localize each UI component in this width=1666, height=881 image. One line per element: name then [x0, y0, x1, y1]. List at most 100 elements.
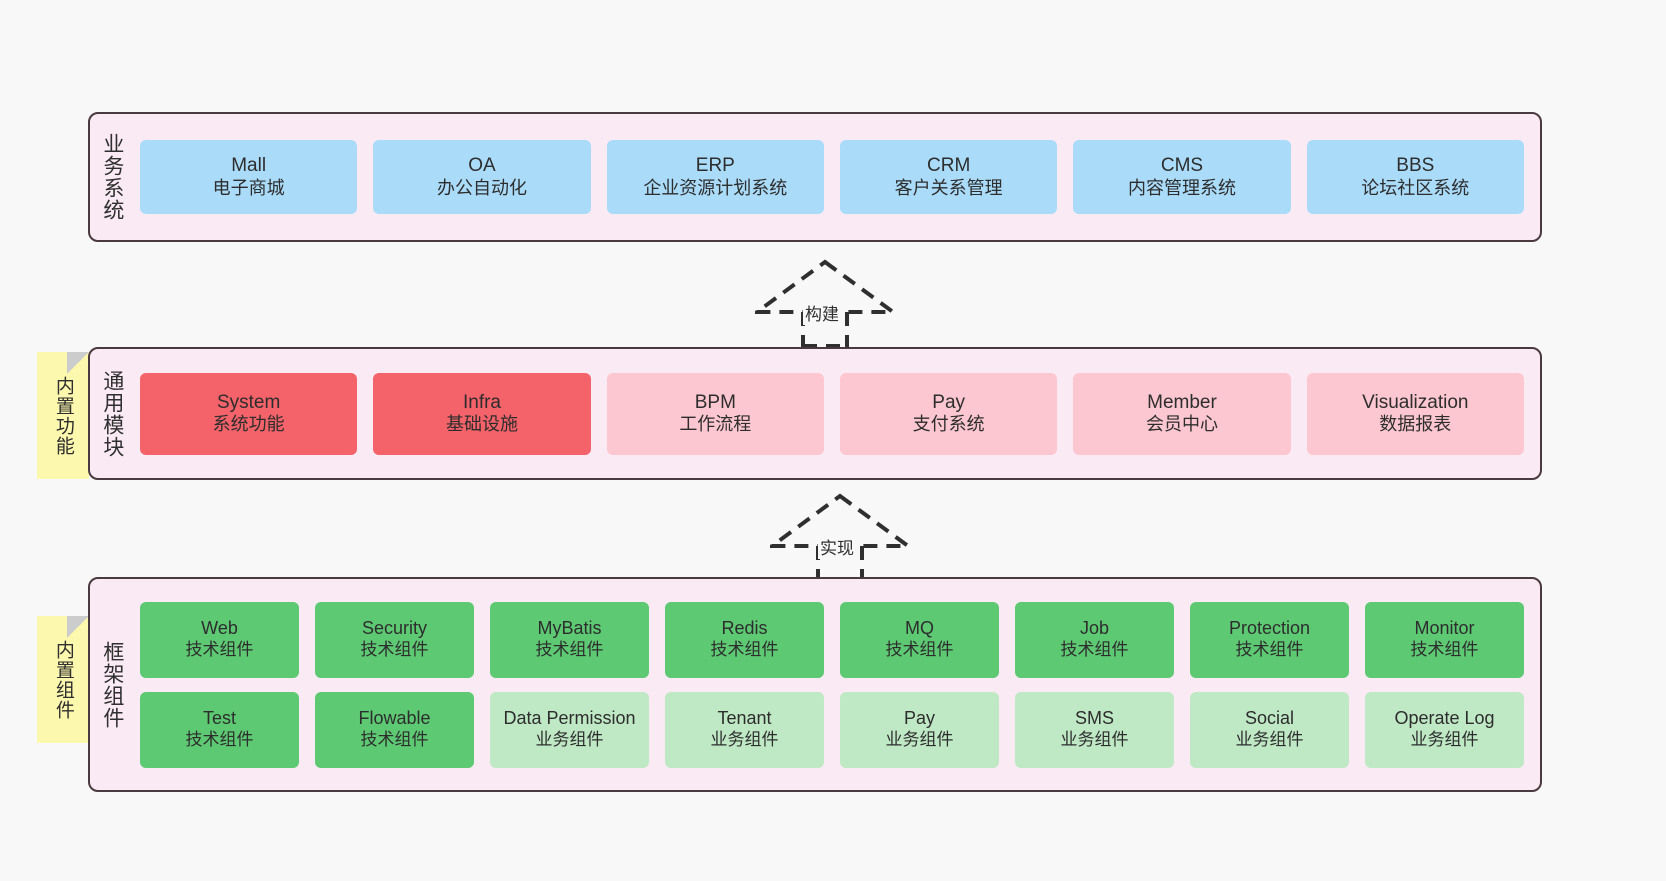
card-subtitle: 内容管理系统 [1127, 177, 1236, 198]
card-title: Job [1079, 618, 1110, 639]
component-card-data-permission[interactable]: Data Permission 业务组件 [490, 691, 649, 768]
component-card-mq[interactable]: MQ 技术组件 [840, 601, 999, 678]
builtin-feature-note-label: 内置功能 [52, 375, 74, 456]
component-card-protection[interactable]: Protection 技术组件 [1190, 601, 1349, 678]
card-subtitle: 会员中心 [1145, 414, 1218, 435]
common-modules-layer: 通用模块 System 系统功能 Infra 基础设施 BPM 工作流程 Pay… [88, 347, 1542, 480]
card-subtitle: 业务组件 [1235, 730, 1304, 750]
card-subtitle: 支付系统 [912, 414, 985, 435]
card-subtitle: 技术组件 [360, 640, 429, 660]
builtin-component-note: 内置组件 [37, 616, 89, 743]
business-card-bbs[interactable]: BBS 论坛社区系统 [1306, 140, 1524, 214]
component-card-redis[interactable]: Redis 技术组件 [665, 601, 824, 678]
card-title: Test [202, 708, 236, 729]
framework-components-grid: Web 技术组件 Security 技术组件 MyBatis 技术组件 Redi… [134, 579, 1540, 790]
card-subtitle: 技术组件 [1235, 640, 1304, 660]
card-title: Pay [932, 391, 966, 413]
card-subtitle: 业务组件 [1410, 730, 1479, 750]
card-subtitle: 工作流程 [679, 414, 752, 435]
card-title: Data Permission [503, 708, 636, 729]
card-subtitle: 业务组件 [885, 730, 954, 750]
connector-build-label: 构建 [803, 300, 841, 325]
component-card-pay[interactable]: Pay 业务组件 [840, 691, 999, 768]
common-modules-layer-title: 通用模块 [100, 369, 124, 458]
component-card-mybatis[interactable]: MyBatis 技术组件 [490, 601, 649, 678]
component-card-job[interactable]: Job 技术组件 [1015, 601, 1174, 678]
card-title: MQ [905, 618, 934, 639]
framework-components-layer-title: 框架组件 [100, 640, 124, 729]
card-title: ERP [695, 155, 735, 177]
module-card-visualization[interactable]: Visualization 数据报表 [1306, 372, 1524, 455]
framework-row-business: Test 技术组件 Flowable 技术组件 Data Permission … [140, 691, 1524, 768]
module-card-system[interactable]: System 系统功能 [140, 372, 358, 455]
card-subtitle: 技术组件 [185, 730, 254, 750]
connector-implement-label: 实现 [818, 534, 856, 559]
business-card-crm[interactable]: CRM 客户关系管理 [839, 140, 1058, 214]
card-subtitle: 技术组件 [185, 640, 254, 660]
card-subtitle: 论坛社区系统 [1361, 177, 1470, 198]
note-fold-icon [67, 616, 89, 638]
card-subtitle: 业务组件 [710, 730, 779, 750]
module-card-bpm[interactable]: BPM 工作流程 [606, 372, 824, 455]
card-title: Security [361, 618, 428, 639]
framework-row-technical: Web 技术组件 Security 技术组件 MyBatis 技术组件 Redi… [140, 601, 1524, 678]
card-subtitle: 技术组件 [360, 730, 429, 750]
card-title: BPM [694, 391, 736, 413]
card-title: BBS [1396, 155, 1435, 177]
card-subtitle: 业务组件 [535, 730, 604, 750]
card-subtitle: 电子商城 [212, 177, 285, 198]
card-subtitle: 客户关系管理 [894, 177, 1003, 198]
card-subtitle: 系统功能 [212, 414, 285, 435]
module-card-pay[interactable]: Pay 支付系统 [839, 372, 1058, 455]
note-fold-icon [67, 352, 89, 374]
card-title: Protection [1228, 618, 1311, 639]
card-title: Infra [462, 391, 501, 413]
card-subtitle: 技术组件 [885, 640, 954, 660]
component-card-sms[interactable]: SMS 业务组件 [1015, 691, 1174, 768]
component-card-security[interactable]: Security 技术组件 [315, 601, 474, 678]
connector-build: 构建 [755, 258, 905, 348]
business-system-cards: Mall 电子商城 OA 办公自动化 ERP 企业资源计划系统 CRM 客户关系… [134, 114, 1540, 240]
component-card-social[interactable]: Social 业务组件 [1190, 691, 1349, 768]
connector-implement: 实现 [770, 492, 920, 582]
card-title: Operate Log [1394, 708, 1495, 729]
card-title: CRM [927, 155, 971, 177]
business-card-mall[interactable]: Mall 电子商城 [140, 140, 358, 214]
component-card-web[interactable]: Web 技术组件 [140, 601, 299, 678]
framework-components-layer: 框架组件 Web 技术组件 Security 技术组件 MyBatis 技术组件… [88, 577, 1542, 792]
card-subtitle: 业务组件 [1060, 730, 1129, 750]
card-subtitle: 技术组件 [1410, 640, 1479, 660]
module-card-infra[interactable]: Infra 基础设施 [373, 372, 591, 455]
card-title: SMS [1074, 708, 1114, 729]
common-modules-cards: System 系统功能 Infra 基础设施 BPM 工作流程 Pay 支付系统… [134, 349, 1540, 478]
card-title: OA [468, 155, 496, 177]
card-title: Tenant [717, 708, 772, 729]
module-card-member[interactable]: Member 会员中心 [1073, 372, 1291, 455]
card-subtitle: 数据报表 [1379, 414, 1452, 435]
card-title: Pay [903, 708, 936, 729]
card-subtitle: 基础设施 [445, 414, 518, 435]
component-card-test[interactable]: Test 技术组件 [140, 691, 299, 768]
component-card-operate-log[interactable]: Operate Log 业务组件 [1365, 691, 1524, 768]
card-title: Monitor [1414, 618, 1475, 639]
builtin-component-note-label: 内置组件 [52, 639, 74, 720]
card-title: Web [201, 618, 238, 639]
card-title: Social [1244, 708, 1295, 729]
card-subtitle: 技术组件 [1060, 640, 1129, 660]
card-title: System [216, 391, 281, 413]
card-title: Flowable [358, 708, 431, 729]
card-title: Redis [721, 618, 768, 639]
card-subtitle: 技术组件 [710, 640, 779, 660]
card-subtitle: 办公自动化 [436, 177, 527, 198]
business-card-oa[interactable]: OA 办公自动化 [373, 140, 591, 214]
business-system-layer-title: 业务系统 [100, 133, 124, 221]
business-card-erp[interactable]: ERP 企业资源计划系统 [606, 140, 824, 214]
component-card-monitor[interactable]: Monitor 技术组件 [1365, 601, 1524, 678]
card-subtitle: 企业资源计划系统 [643, 177, 788, 198]
card-title: CMS [1160, 155, 1204, 177]
component-card-tenant[interactable]: Tenant 业务组件 [665, 691, 824, 768]
component-card-flowable[interactable]: Flowable 技术组件 [315, 691, 474, 768]
business-card-cms[interactable]: CMS 内容管理系统 [1073, 140, 1291, 214]
card-title: Visualization [1362, 391, 1469, 413]
